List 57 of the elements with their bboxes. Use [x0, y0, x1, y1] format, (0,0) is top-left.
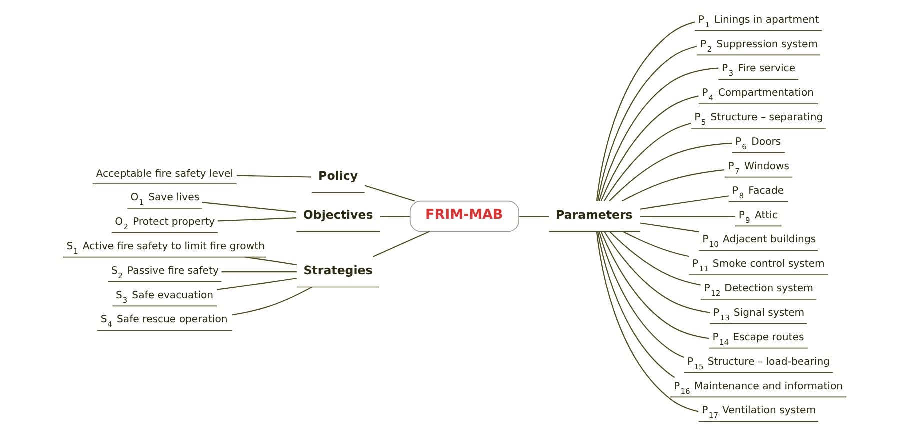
node-text: P$_{7}$ Windows — [728, 161, 790, 176]
node-text: P$_{8}$ Facade — [732, 186, 784, 200]
node-text: Policy — [318, 169, 358, 184]
connector — [640, 196, 729, 210]
connector — [600, 96, 698, 202]
connector — [380, 216, 410, 218]
connector — [236, 175, 311, 178]
connector — [640, 222, 699, 233]
node-text: S$_{1}$ Active fire safety to limit fire growth — [66, 241, 264, 256]
node-text: P$_{2}$ Suppression system — [700, 39, 818, 54]
connector — [598, 68, 718, 202]
connector — [640, 216, 735, 218]
node-text: P$_{14}$ Escape routes — [712, 332, 804, 347]
connector — [622, 231, 689, 258]
connector — [608, 142, 732, 202]
node-text: Strategies — [303, 263, 372, 278]
connector — [596, 232, 698, 412]
connector — [202, 202, 296, 213]
connector — [364, 185, 415, 202]
node-text: P$_{16}$ Maintenance and information — [673, 381, 843, 396]
connector — [221, 272, 297, 273]
connector — [216, 278, 296, 290]
connector — [596, 232, 675, 378]
connector — [244, 256, 296, 266]
node-text: P$_{6}$ Doors — [734, 136, 781, 152]
connector — [603, 122, 691, 202]
connector — [622, 170, 724, 202]
connector — [372, 231, 430, 258]
node-text: P$_{5}$ Structure – separating — [694, 112, 823, 128]
connector — [232, 286, 312, 316]
node-text: P$_{4}$ Compartmentation — [702, 88, 814, 103]
node-text: P$_{15}$ Structure – load-bearing — [686, 356, 830, 372]
node-text: O$_{2}$ Protect property — [114, 217, 215, 232]
node-text: P$_{11}$ Smoke control system — [692, 259, 824, 274]
connector — [598, 232, 684, 358]
node-text: P$_{10}$ Adjacent buildings — [702, 234, 816, 250]
connector — [600, 232, 709, 340]
connector — [596, 46, 697, 202]
node-text: O$_{1}$ Save lives — [130, 192, 200, 208]
node-box: FRIM-MAB — [409, 200, 519, 232]
connector — [518, 216, 548, 218]
node-text: Parameters — [556, 208, 632, 222]
node-text: P$_{1}$ Linings in apartment — [698, 14, 819, 30]
node-text: S$_{3}$ Safe evacuation — [116, 290, 214, 305]
node-text: P$_{9}$ Attic — [738, 210, 778, 225]
node-text: Acceptable fire safety level — [96, 169, 233, 180]
node-text: Objectives — [302, 208, 373, 222]
connector — [217, 218, 296, 222]
connector — [596, 22, 695, 202]
node-text: P$_{17}$ Ventilation system — [702, 406, 816, 420]
node-text: S$_{2}$ Passive fire safety — [110, 266, 218, 280]
node-text: P$_{12}$ Detection system — [704, 284, 813, 298]
connector — [609, 231, 700, 286]
node-text: P$_{13}$ Signal system — [713, 308, 804, 322]
node-text: S$_{4}$ Safe rescue operation — [100, 314, 228, 330]
node-text: P$_{3}$ Fire service — [721, 64, 796, 78]
connector — [604, 232, 710, 314]
